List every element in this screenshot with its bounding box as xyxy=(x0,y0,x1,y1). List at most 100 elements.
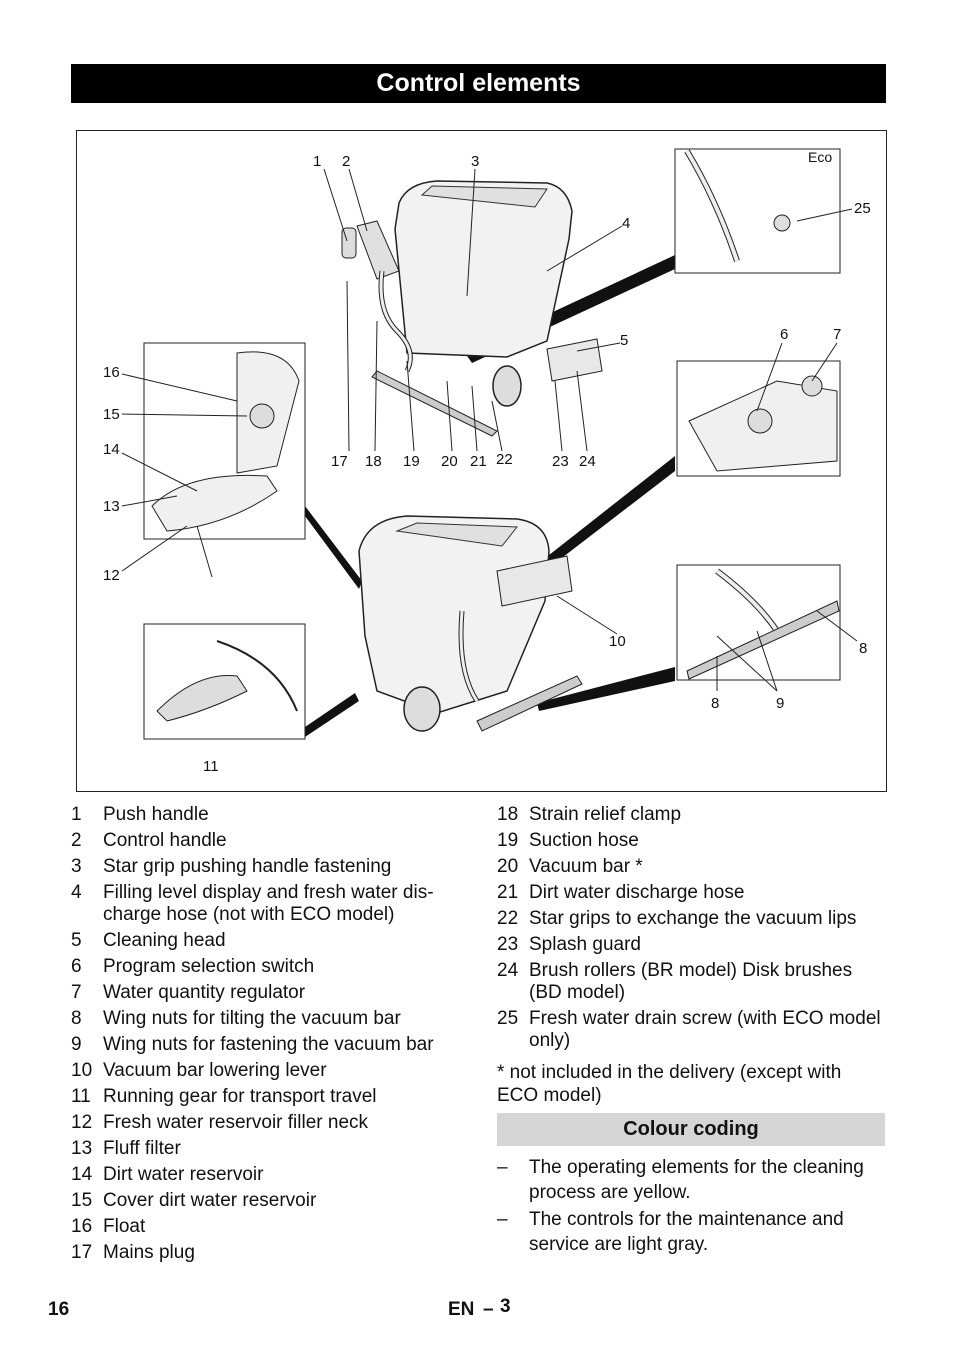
page-number: 16 xyxy=(48,1299,70,1320)
item-text: Filling level display and fresh water di… xyxy=(103,882,434,925)
item-text: Water quantity regulator xyxy=(103,982,306,1003)
list-item: 23 Splash guard xyxy=(497,934,887,956)
list-item: 11 Running gear for transport travel xyxy=(71,1086,471,1108)
colour-coding-list: –The operating elements for the cleaning… xyxy=(497,1155,887,1259)
item-number: 13 xyxy=(71,1138,93,1159)
item-number: 5 xyxy=(71,930,82,951)
callout-9: 9 xyxy=(776,695,785,712)
dash-bullet: – xyxy=(497,1157,508,1178)
delivery-note: * not included in the delivery (except w… xyxy=(497,1062,842,1106)
item-text: Fluff filter xyxy=(103,1138,181,1159)
item-number: 15 xyxy=(71,1190,93,1211)
item-number: 21 xyxy=(497,882,519,903)
item-number: 1 xyxy=(71,804,82,825)
callout-12: 12 xyxy=(103,567,120,584)
item-text: Vacuum bar lowering lever xyxy=(103,1060,327,1081)
list-item: 8 Wing nuts for tilting the vacuum bar xyxy=(71,1008,471,1030)
item-text: Splash guard xyxy=(529,934,641,955)
item-number: 20 xyxy=(497,856,519,877)
item-text: Brush rollers (BR model) Disk brushes (B… xyxy=(529,960,853,1003)
list-item: 18 Strain relief clamp xyxy=(497,804,887,826)
callout-20: 20 xyxy=(441,453,458,470)
item-number: 23 xyxy=(497,934,519,955)
callout-25: 25 xyxy=(854,200,871,217)
list-item: 20 Vacuum bar * xyxy=(497,856,887,878)
item-number: 8 xyxy=(71,1008,82,1029)
item-number: 2 xyxy=(71,830,82,851)
item-number: 24 xyxy=(497,960,519,981)
callout-6: 6 xyxy=(780,326,789,343)
callout-16: 16 xyxy=(103,364,120,381)
list-item: –The operating elements for the cleaning… xyxy=(497,1155,887,1205)
item-number: 25 xyxy=(497,1008,519,1029)
item-number: 10 xyxy=(71,1060,93,1081)
bullet-text: The operating elements for the cleaning … xyxy=(529,1157,864,1203)
item-text: Program selection switch xyxy=(103,956,315,977)
callout-8-bottom: 8 xyxy=(711,695,720,712)
bullet-text: The controls for the maintenance and ser… xyxy=(529,1209,844,1255)
callout-15: 15 xyxy=(103,406,120,423)
item-number: 6 xyxy=(71,956,82,977)
item-text: Wing nuts for fastening the vacuum bar xyxy=(103,1034,434,1055)
item-text: Vacuum bar * xyxy=(529,856,643,877)
callout-11: 11 xyxy=(203,758,219,775)
list-item: 10 Vacuum bar lowering lever xyxy=(71,1060,471,1082)
item-number: 14 xyxy=(71,1164,93,1185)
list-item: 6 Program selection switch xyxy=(71,956,471,978)
callout-13: 13 xyxy=(103,498,120,515)
callout-7: 7 xyxy=(833,326,842,343)
item-number: 11 xyxy=(71,1086,91,1107)
callout-4: 4 xyxy=(622,215,631,232)
list-item: 13 Fluff filter xyxy=(71,1138,471,1160)
item-number: 19 xyxy=(497,830,519,851)
list-item: 21 Dirt water discharge hose xyxy=(497,882,887,904)
item-text: Mains plug xyxy=(103,1242,195,1263)
list-item: 12 Fresh water reservoir filler neck xyxy=(71,1112,471,1134)
list-item: 1 Push handle xyxy=(71,804,471,826)
item-text: Cleaning head xyxy=(103,930,226,951)
item-text: Strain relief clamp xyxy=(529,804,682,825)
callout-19: 19 xyxy=(403,453,420,470)
item-number: 12 xyxy=(71,1112,93,1133)
item-number: 16 xyxy=(71,1216,93,1237)
item-number: 3 xyxy=(71,856,82,877)
colour-coding-heading: Colour coding xyxy=(497,1113,885,1146)
callout-22: 22 xyxy=(496,451,513,468)
callout-17: 17 xyxy=(331,453,348,470)
list-item: 24 Brush rollers (BR model) Disk brushes … xyxy=(497,960,887,1004)
callout-1: 1 xyxy=(313,153,322,170)
item-text: Push handle xyxy=(103,804,209,825)
item-text: Dirt water discharge hose xyxy=(529,882,745,903)
callout-14: 14 xyxy=(103,441,120,458)
page-title: Control elements xyxy=(71,64,886,103)
item-text: Fresh water reservoir filler neck xyxy=(103,1112,369,1133)
callout-18: 18 xyxy=(365,453,382,470)
item-text: Wing nuts for tilting the vacuum bar xyxy=(103,1008,401,1029)
callout-21: 21 xyxy=(470,453,487,470)
callout-2: 2 xyxy=(342,153,351,170)
item-text: Cover dirt water reservoir xyxy=(103,1190,317,1211)
list-item: –The controls for the maintenance and se… xyxy=(497,1207,887,1257)
control-elements-figure: 1 2 3 4 5 6 7 8 8 9 10 11 12 13 14 15 16… xyxy=(76,130,887,792)
list-item: 4 Filling level display and fresh water d… xyxy=(71,882,471,926)
item-number: 4 xyxy=(71,882,82,903)
item-text: Fresh water drain screw (with ECO model … xyxy=(529,1008,881,1051)
item-number: 9 xyxy=(71,1034,82,1055)
item-text: Star grips to exchange the vacuum lips xyxy=(529,908,857,929)
callout-10: 10 xyxy=(609,633,626,650)
list-item: 25 Fresh water drain screw (with ECO mode… xyxy=(497,1008,887,1052)
item-text: Running gear for transport travel xyxy=(103,1086,377,1107)
callout-5: 5 xyxy=(620,332,629,349)
footer-dash: – xyxy=(483,1299,494,1320)
item-number: 18 xyxy=(497,804,519,825)
callout-24: 24 xyxy=(579,453,596,470)
